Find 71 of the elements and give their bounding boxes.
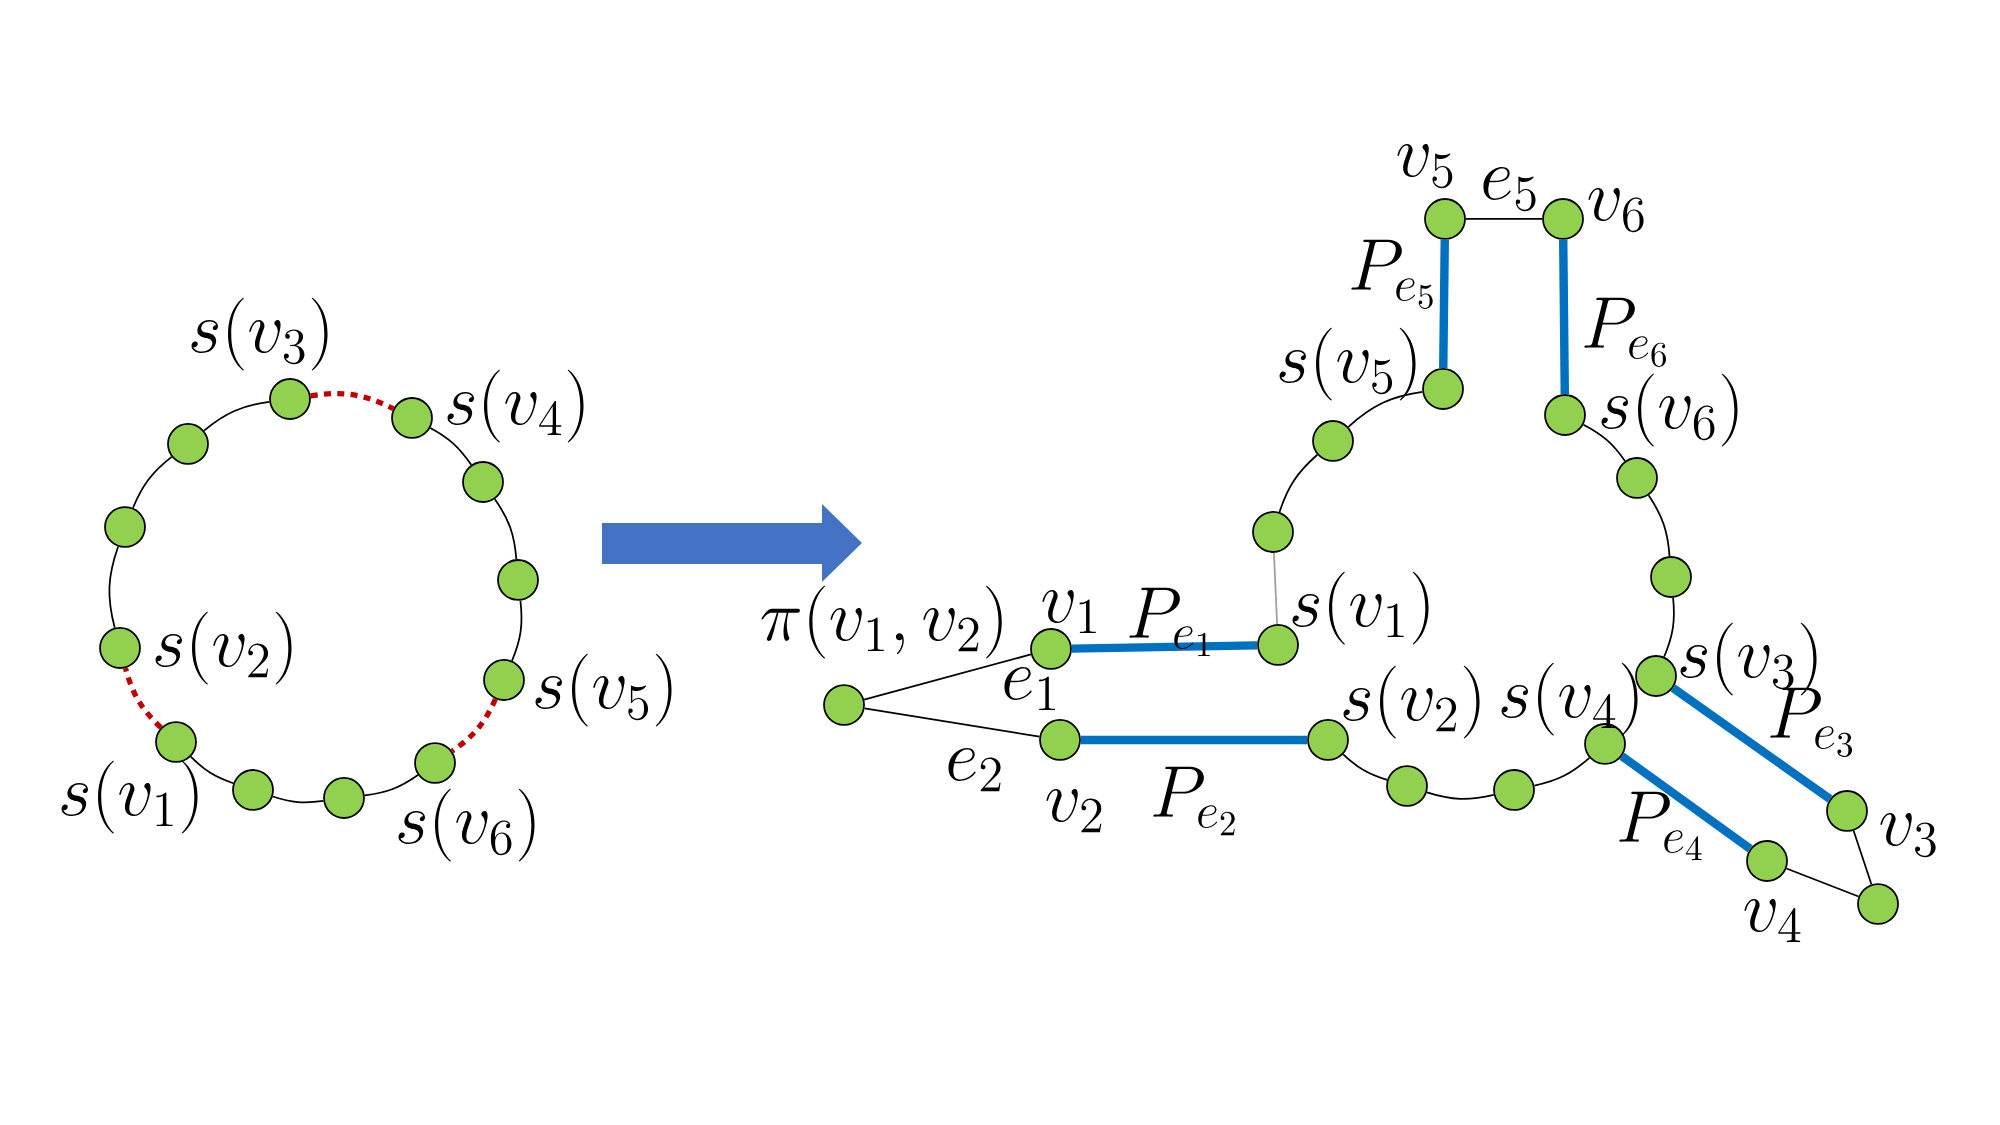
vertex-dot <box>462 461 504 503</box>
vertex-label: $s(v_4)$ <box>447 369 584 443</box>
edge-line <box>1465 218 1543 220</box>
edge-label: $e_2$ <box>948 748 1001 792</box>
vertex-dot <box>1493 769 1535 811</box>
edge-line <box>863 653 1032 701</box>
edge-label: $P_{e_5}$ <box>1351 239 1433 309</box>
path-edge <box>1071 641 1258 653</box>
edge-line <box>1342 753 1388 781</box>
edge-line <box>429 427 473 466</box>
vertex-label: $s(v_6)$ <box>398 788 535 862</box>
edge-label: $P_{e_6}$ <box>1584 297 1667 367</box>
path-edge <box>1559 239 1569 395</box>
vertex-dot <box>323 777 365 819</box>
vertex-label: $s(v_2)$ <box>155 611 292 685</box>
edge-line <box>1278 453 1319 514</box>
vertex-label: $s(v_5)$ <box>1279 327 1416 401</box>
vertex-label: $s(v_6)$ <box>1601 373 1738 447</box>
path-edge <box>1439 239 1449 369</box>
edge-line <box>1533 756 1591 787</box>
path-edge <box>450 697 498 754</box>
vertex-dot <box>497 559 539 601</box>
edge-line <box>511 599 523 662</box>
edge-label: $e_1$ <box>1004 667 1055 711</box>
edge-line <box>1273 551 1278 625</box>
vertex-dot <box>1650 556 1692 598</box>
edge-line <box>1785 867 1860 898</box>
vertex-label: $s(v_1)$ <box>1292 571 1429 645</box>
vertex-dot <box>1386 765 1428 807</box>
vertex-label: $s(v_3)$ <box>191 297 328 371</box>
vertex-dot <box>1857 883 1899 925</box>
edge-line <box>1663 596 1675 658</box>
edge-label: $P_{e_1}$ <box>1129 587 1210 657</box>
edge-line <box>1347 391 1424 428</box>
vertex-dot <box>1616 457 1658 499</box>
edge-line <box>1582 423 1626 462</box>
vertex-dot <box>1252 511 1294 553</box>
vertex-label: $s(v_5)$ <box>535 653 672 727</box>
edge-line <box>108 545 119 629</box>
edge-line <box>863 707 1041 738</box>
vertex-label: $v_4$ <box>1744 899 1801 943</box>
edge-line <box>1852 829 1873 886</box>
vertex-dot <box>104 506 146 548</box>
edge-line <box>494 498 518 561</box>
path-edge <box>310 391 395 412</box>
edge-line <box>203 401 271 432</box>
vertex-dot <box>1312 420 1354 462</box>
edge-line <box>132 456 173 509</box>
vertex-label: $v_2$ <box>1046 789 1102 833</box>
path-edge <box>1619 752 1753 853</box>
vertex-label: $v_5$ <box>1397 144 1453 189</box>
vertex-dot <box>232 769 274 811</box>
vertex-label: $s(v_1)$ <box>61 760 198 834</box>
edge-line <box>363 774 419 797</box>
edge-line <box>1647 494 1671 558</box>
vertex-label: $\pi(v_1, v_2)$ <box>761 585 1002 659</box>
path-edge <box>1080 735 1308 745</box>
edge-label: $e_5$ <box>1483 167 1536 212</box>
edge-line <box>1426 791 1495 800</box>
vertex-label: $v_6$ <box>1588 188 1644 233</box>
path-edge <box>122 667 163 730</box>
vertex-dot <box>167 423 209 465</box>
path-edge <box>1670 684 1833 803</box>
edge-line <box>189 755 235 785</box>
edge-label: $P_{e_4}$ <box>1619 791 1702 861</box>
vertex-label: $s(v_4)$ <box>1501 662 1638 736</box>
vertex-label: $v_1$ <box>1042 590 1096 634</box>
edge-line <box>271 795 325 804</box>
vertex-label: $v_3$ <box>1880 813 1936 858</box>
vertex-label: $s(v_2)$ <box>1343 665 1480 739</box>
edge-label: $P_{e_2}$ <box>1153 766 1235 836</box>
